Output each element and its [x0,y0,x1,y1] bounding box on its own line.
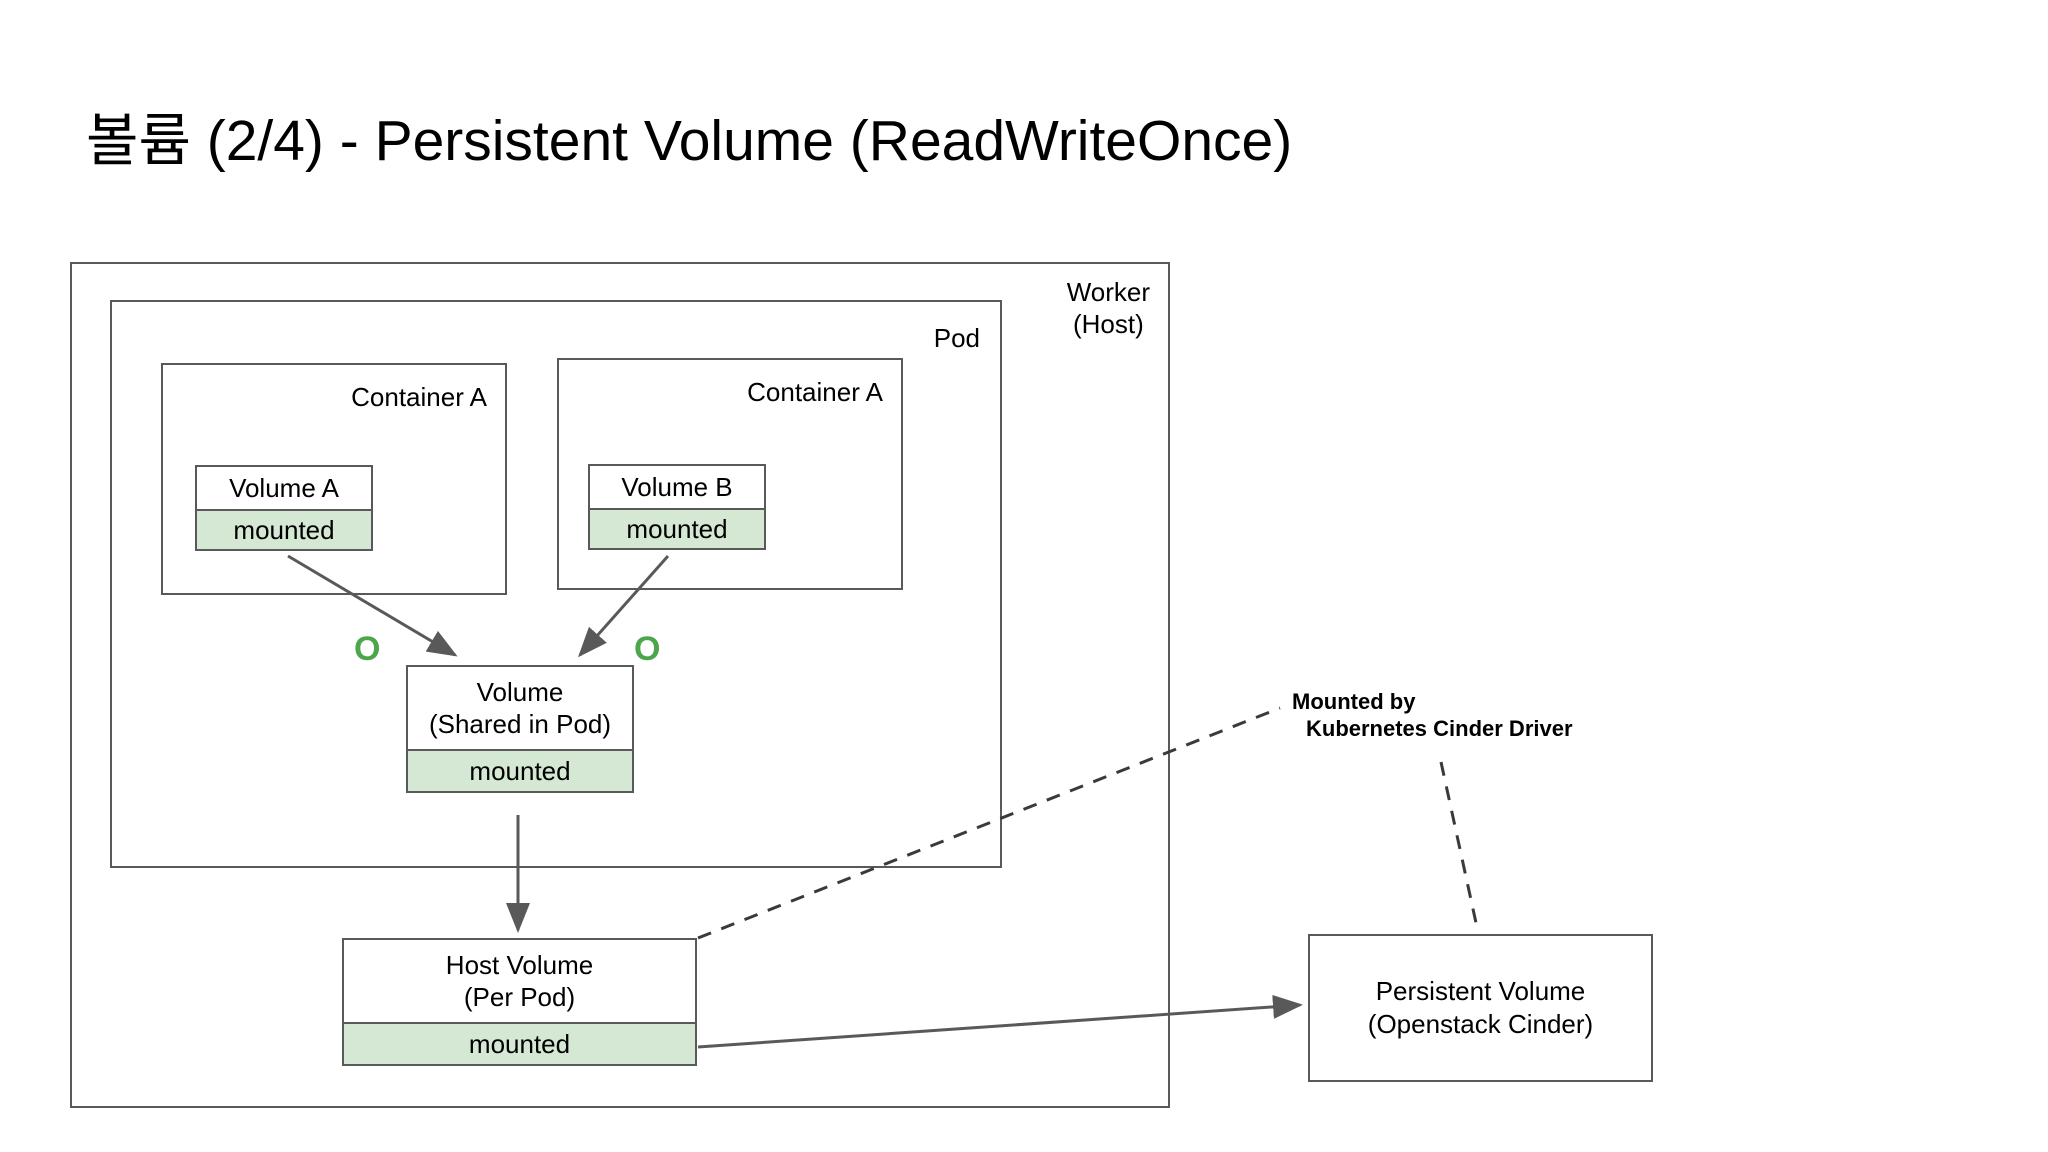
host-volume-mounted-status: mounted [342,1024,697,1066]
volume-a-mounted-status: mounted [195,511,373,551]
host-volume-name: Host Volume (Per Pod) [342,938,697,1024]
host-volume-name-line2: (Per Pod) [463,982,576,1012]
persistent-volume-label-line2: (Openstack Cinder) [1367,1009,1594,1039]
shared-volume-card: Volume (Shared in Pod) mounted [406,665,634,793]
persistent-volume-box: Persistent Volume (Openstack Cinder) [1308,934,1653,1082]
mounted-by-line1: Mounted by [1292,689,1416,714]
shared-volume-mounted-status: mounted [406,751,634,793]
container-label-left: Container A [351,382,487,412]
shared-volume-name-line1: Volume [476,677,564,707]
volume-b-name: Volume B [588,464,766,510]
container-label-right: Container A [747,377,883,407]
mounted-by-line2: Kubernetes Cinder Driver [1306,716,1573,741]
persistent-volume-label-line1: Persistent Volume [1375,976,1586,1006]
readwriteonce-marker-right: O [634,630,661,668]
shared-volume-name: Volume (Shared in Pod) [406,665,634,751]
host-volume-name-line1: Host Volume [445,950,594,980]
volume-b-mounted-status: mounted [588,510,766,550]
dashed-leader-persistent-volume [1439,761,1480,933]
worker-host-label-line1: Worker [1066,277,1150,307]
readwriteonce-marker-left: O [354,630,381,668]
shared-volume-name-line2: (Shared in Pod) [428,709,612,739]
host-volume-card: Host Volume (Per Pod) mounted [342,938,697,1066]
persistent-volume-label: Persistent Volume (Openstack Cinder) [1310,975,1651,1041]
volume-a-card: Volume A mounted [195,465,373,551]
mounted-by-annotation: Mounted by Kubernetes Cinder Driver [1292,688,1573,742]
page-title: 볼륨 (2/4) - Persistent Volume (ReadWriteO… [86,109,1293,173]
worker-host-label-line2: (Host) [1072,309,1144,339]
worker-host-label: Worker (Host) [1067,276,1150,340]
pod-label: Pod [933,323,980,353]
volume-a-name: Volume A [195,465,373,511]
volume-b-card: Volume B mounted [588,464,766,550]
